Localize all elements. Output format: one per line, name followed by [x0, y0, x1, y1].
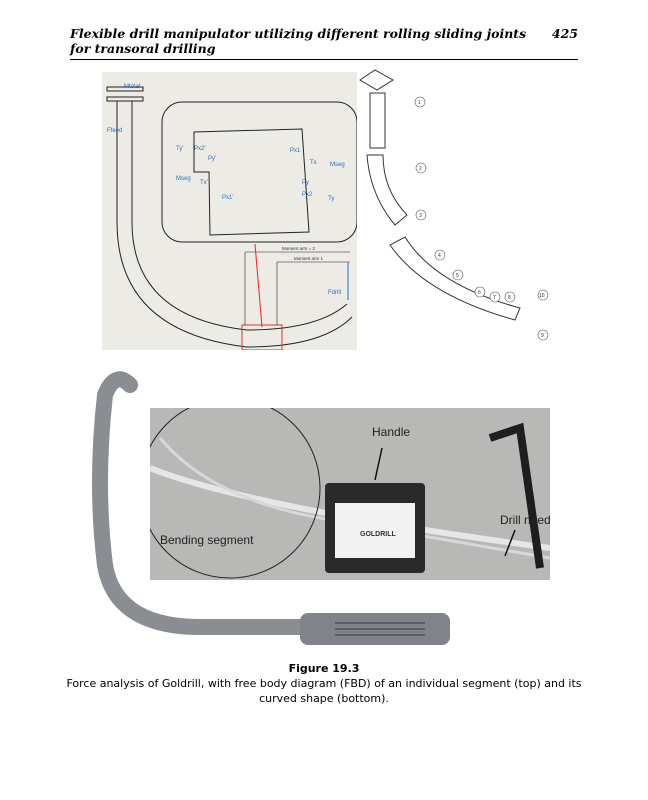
- svg-text:6: 6: [478, 290, 481, 296]
- svg-text:7: 7: [493, 295, 496, 301]
- label-ty: Ty: [328, 196, 334, 202]
- label-tx-prime: Tx': [200, 180, 208, 186]
- caption-title: Figure 19.3: [288, 662, 360, 675]
- label-f-feed: Ffeed: [107, 128, 122, 134]
- label-m-seg-left: Mseg: [176, 176, 191, 182]
- label-f-drill: Fdrill: [328, 290, 341, 296]
- manipulator-render: [92, 371, 450, 645]
- label-py: Py: [302, 180, 309, 186]
- label-moment-arm-2: Moment arm = 2: [282, 246, 315, 251]
- svg-text:9: 9: [541, 333, 544, 339]
- svg-text:10: 10: [539, 293, 545, 299]
- label-px2: Px2: [302, 192, 313, 198]
- svg-text:8: 8: [508, 295, 511, 301]
- free-body-diagram: Mtotal Ffeed Ty' Px2' Py' Mseg Tx' Px1' …: [102, 72, 357, 350]
- label-m-seg-right: Mseg: [330, 162, 345, 168]
- label-px1: Px1: [290, 148, 301, 154]
- label-bending-segment: Bending segment: [160, 533, 254, 547]
- label-py-prime: Py': [208, 156, 216, 162]
- page-number: 425: [551, 26, 578, 41]
- running-header: Flexible drill manipulator utilizing dif…: [70, 26, 578, 60]
- caption-text: Force analysis of Goldrill, with free bo…: [66, 677, 582, 705]
- label-handle: Handle: [372, 425, 410, 439]
- label-ty-prime: Ty': [176, 146, 183, 152]
- figure-caption: Figure 19.3 Force analysis of Goldrill, …: [60, 661, 588, 706]
- label-moment-arm-1: Moment arm 1: [294, 256, 324, 261]
- svg-text:1: 1: [418, 100, 421, 106]
- header-title: Flexible drill manipulator utilizing dif…: [70, 26, 527, 56]
- svg-text:5: 5: [456, 273, 459, 279]
- label-tx: Tx: [310, 160, 317, 166]
- assembly-drawing: 1 2 3 4 5 6 7 8 9 10: [359, 69, 549, 341]
- svg-text:4: 4: [438, 253, 441, 259]
- callouts: 1 2 3 4 5 6 7 8 9 10: [414, 96, 549, 341]
- label-px2-prime: Px2': [194, 146, 205, 152]
- label-drill-needle: Drill needle: [500, 513, 550, 527]
- svg-text:3: 3: [419, 213, 422, 219]
- goldrill-photo: GOLDRILL Handle Drill needle Bending seg…: [150, 408, 550, 580]
- brand-label: GOLDRILL: [360, 531, 396, 538]
- svg-text:2: 2: [419, 166, 422, 172]
- label-m-total: Mtotal: [124, 84, 140, 90]
- label-px1-prime: Px1': [222, 195, 233, 201]
